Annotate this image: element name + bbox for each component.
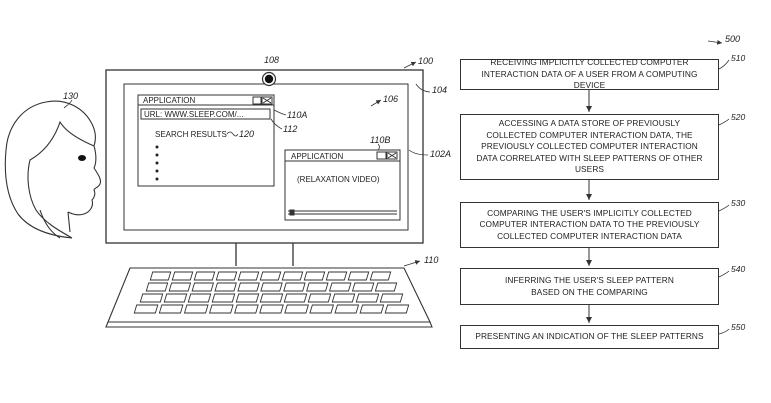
ref-figure: 500 xyxy=(725,34,740,44)
keyboard-key xyxy=(134,305,157,313)
flow-step-access-text: ACCESSING A DATA STORE OF PREVIOUSLY COL… xyxy=(475,118,704,176)
keyboard-key xyxy=(146,283,167,291)
ref-window-a: 110A xyxy=(287,110,307,120)
keyboard-key xyxy=(261,283,282,291)
keyboard-key xyxy=(164,294,186,302)
flow-step-infer-text: INFERRING THE USER'S SLEEP PATTERN BASED… xyxy=(501,275,678,298)
keyboard-key xyxy=(307,283,328,291)
camera-icon xyxy=(263,73,276,86)
ref-monitor: 104 xyxy=(432,85,447,95)
keyboard-key xyxy=(380,294,402,302)
keyboard-key xyxy=(216,272,236,280)
keyboard-key xyxy=(260,294,282,302)
flowchart-ref-leaders xyxy=(719,60,729,334)
keyboard-key xyxy=(335,305,358,313)
ref-keyboard-arrow xyxy=(404,261,420,266)
window-a-url[interactable]: URL: WWW.SLEEP.COM/... xyxy=(144,110,243,119)
ref-screen-edge-leader xyxy=(409,150,428,155)
ref-screen-arrow xyxy=(371,100,381,106)
window-a-title: APPLICATION xyxy=(143,96,196,105)
keyboard-key xyxy=(330,283,351,291)
ref-window-a-leader xyxy=(274,110,286,115)
keyboard-key xyxy=(150,272,170,280)
keyboard-key xyxy=(304,272,324,280)
keyboard-key xyxy=(192,283,213,291)
keyboard-key xyxy=(194,272,214,280)
keyboard-key xyxy=(260,305,283,313)
keyboard-key xyxy=(308,294,330,302)
ref-keyboard: 110 xyxy=(424,255,438,265)
ref-screen-edge: 102A xyxy=(430,149,451,159)
keyboard-key xyxy=(169,283,190,291)
flow-step-compare: COMPARING THE USER'S IMPLICITLY COLLECTE… xyxy=(460,202,719,248)
keyboard-key xyxy=(212,294,234,302)
keyboard-key xyxy=(284,283,305,291)
keyboard-key xyxy=(215,283,236,291)
keyboard-key xyxy=(284,294,306,302)
relaxation-video-label: (RELAXATION VIDEO) xyxy=(297,175,380,184)
keyboard-key xyxy=(370,272,390,280)
keyboard-key xyxy=(348,272,368,280)
ref-camera: 108 xyxy=(264,55,279,65)
keyboard-key xyxy=(159,305,182,313)
keyboard-key xyxy=(285,305,308,313)
flow-step-receive: RECEIVING IMPLICITLY COLLECTED COMPUTER … xyxy=(460,59,719,90)
ref-system-arrow xyxy=(404,62,416,68)
flow-ref-510: 510 xyxy=(731,53,745,63)
ref-url-bar: 112 xyxy=(283,124,297,134)
keyboard-key xyxy=(326,272,346,280)
flow-step-present: PRESENTING AN INDICATION OF THE SLEEP PA… xyxy=(460,325,719,349)
keyboard-key xyxy=(140,294,162,302)
keyboard-key xyxy=(188,294,210,302)
keyboard-key xyxy=(356,294,378,302)
ref-search-results: 120 xyxy=(239,129,254,139)
ref-figure-arrow xyxy=(708,41,722,43)
flow-step-receive-text: RECEIVING IMPLICITLY COLLECTED COMPUTER … xyxy=(467,57,712,92)
flow-step-compare-text: COMPARING THE USER'S IMPLICITLY COLLECTE… xyxy=(471,208,708,243)
keyboard-key xyxy=(238,272,258,280)
keyboard-key xyxy=(360,305,383,313)
keyboard-key xyxy=(238,283,259,291)
ref-screen: 106 xyxy=(383,94,398,104)
flow-step-infer: INFERRING THE USER'S SLEEP PATTERN BASED… xyxy=(460,268,719,305)
keyboard-key xyxy=(332,294,354,302)
flow-step-present-text: PRESENTING AN INDICATION OF THE SLEEP PA… xyxy=(475,331,703,343)
flow-ref-520: 520 xyxy=(731,112,745,122)
flow-ref-550: 550 xyxy=(731,322,745,332)
keyboard-key xyxy=(184,305,207,313)
search-results-label: SEARCH RESULTS xyxy=(155,130,227,139)
user-head-illustration xyxy=(5,101,100,238)
keyboard-key xyxy=(210,305,233,313)
application-window-a xyxy=(138,95,274,186)
keyboard-key xyxy=(235,305,258,313)
flow-ref-530: 530 xyxy=(731,198,745,208)
flow-ref-540: 540 xyxy=(731,264,745,274)
keyboard-key xyxy=(352,283,373,291)
keyboard-key xyxy=(375,283,396,291)
ref-system: 100 xyxy=(418,56,433,66)
keyboard-key xyxy=(172,272,192,280)
keyboard-keys xyxy=(134,272,408,313)
keyboard-key xyxy=(260,272,280,280)
keyboard-key xyxy=(385,305,408,313)
keyboard xyxy=(106,268,432,327)
ref-window-b: 110B xyxy=(370,135,390,145)
flow-step-access: ACCESSING A DATA STORE OF PREVIOUSLY COL… xyxy=(460,114,719,180)
keyboard-key xyxy=(236,294,258,302)
keyboard-key xyxy=(310,305,333,313)
window-b-title: APPLICATION xyxy=(291,152,344,161)
keyboard-key xyxy=(282,272,302,280)
ref-user: 130 xyxy=(63,91,78,101)
